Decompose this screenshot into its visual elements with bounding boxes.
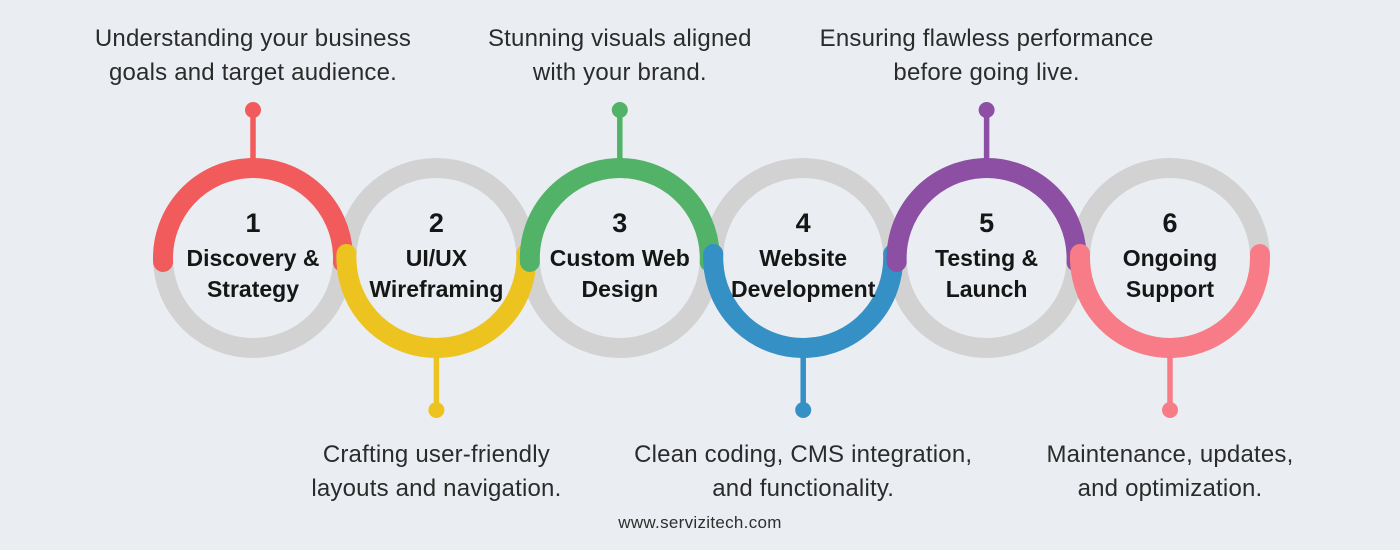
step-description: Understanding your business goals and tar…	[63, 22, 443, 90]
connector-dot	[428, 402, 445, 418]
step-title-line: Custom Web	[549, 245, 690, 271]
step-title-line: Ongoing	[1122, 245, 1218, 271]
step-title-line: Discovery &	[186, 245, 320, 271]
step-description-line: Clean coding, CMS integration,	[634, 441, 973, 468]
step-description-line: Ensuring flawless performance	[819, 25, 1154, 52]
step-title-line: Design	[581, 276, 659, 302]
step-number: 2	[428, 208, 444, 238]
step-title-line: Launch	[945, 276, 1028, 302]
step-description-line: and optimization.	[1077, 475, 1263, 502]
step-description-line: layouts and navigation.	[311, 475, 562, 502]
step-description: Crafting user-friendly layouts and naviga…	[246, 438, 626, 506]
step-title-line: UI/UX	[405, 245, 468, 271]
step-description: Clean coding, CMS integration, and functi…	[613, 438, 993, 506]
step-number: 3	[612, 208, 628, 238]
step-description-line: before going live.	[893, 59, 1080, 86]
step-title-line: Website	[759, 245, 848, 271]
step-graphics	[1070, 158, 1270, 418]
website-url: www.servizitech.com	[618, 513, 782, 532]
step-number: 6	[1162, 208, 1178, 238]
connector-dot	[245, 102, 261, 118]
step-title-line: Wireframing	[369, 276, 504, 302]
step-description-line: and functionality.	[712, 475, 895, 502]
step-title-line: Development	[730, 276, 876, 302]
step-title-line: Support	[1125, 276, 1215, 302]
step-number: 1	[245, 208, 261, 238]
step-number: 5	[979, 208, 995, 238]
step-title-line: Strategy	[206, 276, 300, 302]
step-description-line: Crafting user-friendly	[322, 441, 550, 468]
step-description-line: goals and target audience.	[108, 59, 398, 86]
step-title-line: Testing &	[935, 245, 1039, 271]
step-description: Stunning visuals aligned with your brand.	[430, 22, 810, 90]
connector-dot	[1162, 402, 1178, 418]
step-description-line: Stunning visuals aligned	[487, 25, 752, 52]
connector-dot	[795, 402, 812, 418]
step-description: Ensuring flawless performance before goin…	[797, 22, 1177, 90]
step-description-line: Understanding your business	[94, 25, 412, 52]
connector-dot	[978, 102, 995, 118]
step-description: Maintenance, updates, and optimization.	[980, 438, 1360, 506]
connector-dot	[611, 102, 628, 118]
step-number: 4	[795, 208, 811, 238]
step-description-line: with your brand.	[532, 59, 707, 86]
step-description-line: Maintenance, updates,	[1046, 441, 1294, 468]
progress-arc	[1070, 158, 1270, 358]
